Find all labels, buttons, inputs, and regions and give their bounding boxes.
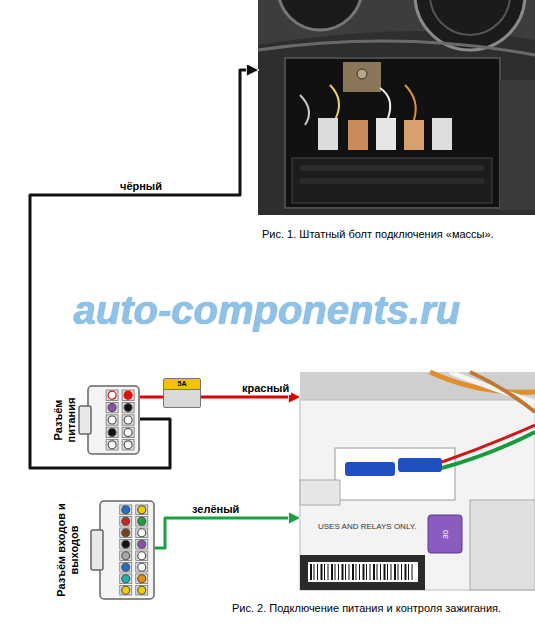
connector-label: Разъём питания <box>52 385 78 455</box>
connector-label: Разъём входов и выходов <box>55 500 81 600</box>
wire <box>201 396 300 399</box>
photo-panel: Рис. 2. Подключение питания и контроля з… <box>300 372 535 590</box>
wire <box>140 396 163 399</box>
watermark: auto-components.ru <box>74 288 461 333</box>
photo-panel: Рис. 1. Штатный болт подключения «массы»… <box>258 0 535 215</box>
wire <box>155 518 300 548</box>
wire-color-label: зелёный <box>190 503 241 516</box>
figure-caption: Рис. 2. Подключение питания и контроля з… <box>232 601 501 615</box>
fuse-marking: 30 <box>440 530 449 539</box>
figure-caption: Рис. 1. Штатный болт подключения «массы»… <box>262 227 494 241</box>
wire-color-label: красный <box>240 382 291 395</box>
fusebox-marking: USES AND RELAYS ONLY. <box>318 522 416 531</box>
wire <box>30 70 258 468</box>
connector-block: Разъём входов и выходов <box>90 500 155 600</box>
connector-housing <box>78 385 140 455</box>
connector-housing <box>90 500 155 600</box>
wire-color-label: чёрный <box>118 180 164 193</box>
fusebox-photo <box>300 372 535 590</box>
fuse-rating: 5A <box>164 379 200 390</box>
connector-block: Разъём питания <box>78 385 140 455</box>
dashboard-photo <box>258 0 535 215</box>
fuse: 5A <box>163 378 201 408</box>
